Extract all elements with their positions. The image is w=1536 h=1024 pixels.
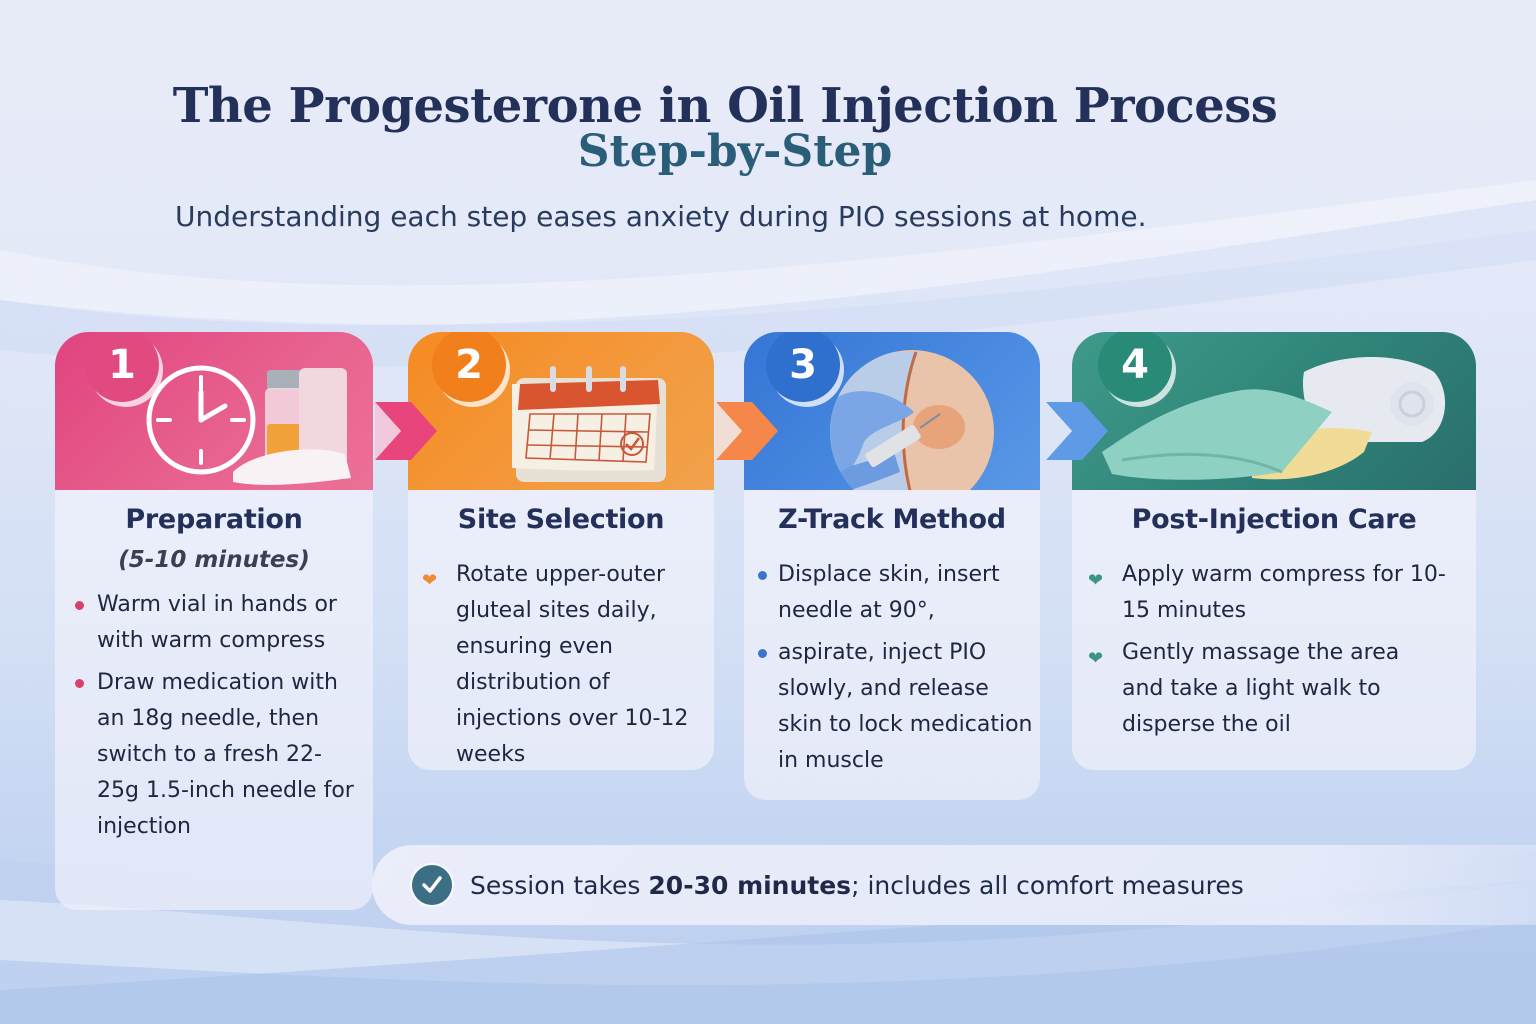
bullet-dot-icon [758,571,767,580]
step-card-site-selection: 2 Site Selection ❤ Rotate upper-outer glu… [408,332,714,770]
bullet-item: ❤ Apply warm compress for 10-15 minutes [1072,557,1476,629]
chevron-right-icon [375,402,437,460]
step-bullets: ❤ Rotate upper-outer gluteal sites daily,… [408,557,714,773]
step-duration: (5-10 minutes) [118,547,310,573]
step-card-preparation: 1 Preparation (5-10 minutes) Warm vial i… [55,332,373,910]
page-subtitle: Step-by-Step [577,126,893,177]
heart-bullet-icon: ❤ [1088,570,1104,591]
step-bullets: Displace skin, insert needle at 90°, asp… [744,557,1040,779]
heart-bullet-icon: ❤ [422,570,438,591]
step-bullets: Warm vial in hands or with warm compress… [55,587,373,845]
bullet-text: Gently massage the area and take a light… [1122,640,1400,737]
bullet-dot-icon [75,679,84,688]
check-circle-icon [412,865,452,905]
page-tagline: Understanding each step eases anxiety du… [175,200,1147,233]
bullet-dot-icon [758,649,767,658]
bullet-dot-icon [75,601,84,610]
summary-prefix: Session takes [470,870,649,900]
step-card-z-track-method: 3 Z-Track Method Displace skin, insert n… [744,332,1040,800]
bullet-item: Displace skin, insert needle at 90°, [744,557,1040,629]
bullet-text: Displace skin, insert needle at 90°, [778,562,1000,623]
step-title: Preparation [125,504,303,535]
step-number-badge: 2 [432,332,506,402]
bullet-item: Warm vial in hands or with warm compress [55,587,373,659]
bullet-item: Draw medication with an 18g needle, then… [55,665,373,845]
bullet-item: ❤ Gently massage the area and take a ligh… [1072,635,1476,743]
chevron-right-icon [1046,402,1108,460]
step-number-badge: 1 [85,332,159,402]
step-title: Site Selection [457,504,665,535]
step-3-header: 3 [744,332,1040,490]
bullet-text: Rotate upper-outer gluteal sites daily, … [456,562,689,767]
step-number-badge: 4 [1098,332,1172,402]
bullet-item: ❤ Rotate upper-outer gluteal sites daily,… [408,557,714,773]
bullet-text: aspirate, inject PIO slowly, and release… [778,640,1033,773]
heart-bullet-icon: ❤ [1088,648,1104,669]
bullet-text: Apply warm compress for 10-15 minutes [1122,562,1446,623]
summary-duration: 20-30 minutes [648,870,852,900]
bullet-text: Draw medication with an 18g needle, then… [97,670,354,839]
gloved-hand-syringe-icon [830,350,994,490]
step-bullets: ❤ Apply warm compress for 10-15 minutes ❤… [1072,557,1476,743]
chevron-right-icon [716,402,778,460]
bullet-item: aspirate, inject PIO slowly, and release… [744,635,1040,779]
session-summary-banner: Session takes 20-30 minutes; includes al… [372,845,1536,925]
step-2-header: 2 [408,332,714,490]
step-card-post-injection-care: 4 Post-Injection Care ❤ Apply warm compre… [1072,332,1476,770]
bullet-text: Warm vial in hands or with warm compress [97,592,337,653]
clock-vial-towel-icon [146,365,351,485]
step-4-header: 4 [1072,332,1476,490]
step-title: Post-Injection Care [1131,504,1417,535]
calendar-check-icon [512,366,666,482]
page-title: The Progesterone in Oil Injection Proces… [172,78,1278,134]
step-number-badge: 3 [766,332,840,402]
step-1-header: 1 [55,332,373,490]
session-summary-text: Session takes 20-30 minutes; includes al… [470,871,1244,900]
warm-compress-towel-icon [1102,357,1446,480]
summary-suffix: ; includes all comfort measures [851,870,1244,900]
step-title: Z-Track Method [778,504,1006,535]
